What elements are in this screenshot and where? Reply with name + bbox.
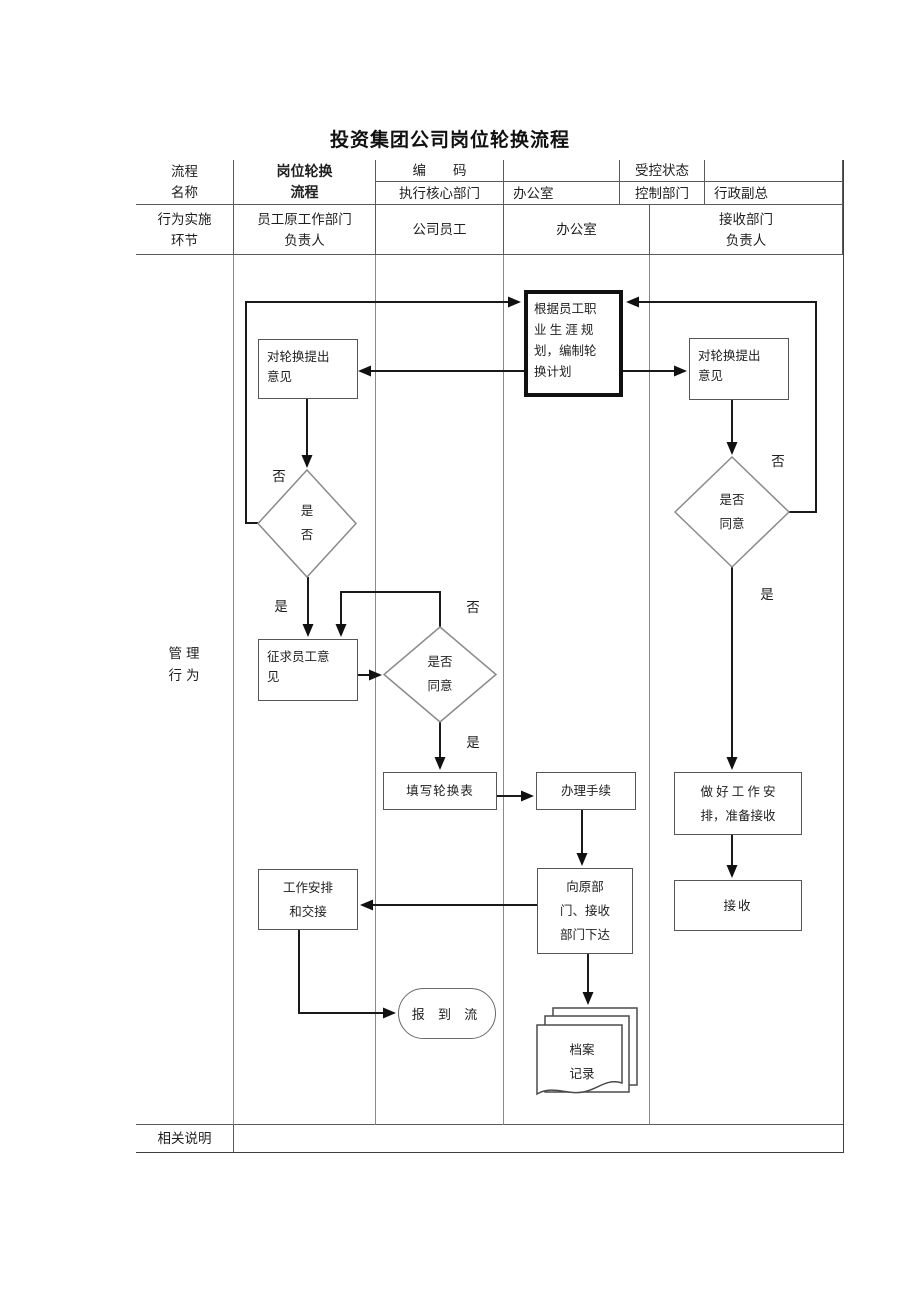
node-handle-procedure: 办理手续 [536,772,636,810]
decision2-diamond [382,626,498,723]
branch-yes-decision3: 是 [760,587,774,602]
cell-code-value [504,160,620,182]
node-opinion-original-dept: 对轮换提出 意见 [258,339,358,399]
cell-note-value [234,1125,843,1152]
lane-body-office [504,255,650,1125]
arrow-decision3-no-loop [626,296,817,513]
archive-page-front [536,1024,623,1096]
branch-yes-decision1: 是 [274,599,288,614]
lane-body-receiving-dept [650,255,843,1125]
lane-header-office: 办公室 [504,205,650,255]
node-notify-departments: 向原部 门、接收 部门下达 [537,868,633,954]
node-archive-record-label: 档案 记录 [569,1043,595,1081]
node-work-arrangement-handover: 工作安排 和交接 [258,869,358,930]
cell-proc-name-label: 流程 名称 [136,160,234,205]
branch-no-decision1: 否 [272,469,286,484]
cell-exec-dept-value: 办公室 [504,182,620,205]
cell-ctrl-dept-label: 控制部门 [620,182,705,205]
node-make-rotation-plan: 根据员工职 业 生 涯 规 划，编制轮 换计划 [524,290,623,397]
branch-no-decision3: 否 [771,454,785,469]
cell-controlled-value [705,160,843,182]
node-receive: 接收 [674,880,802,931]
decision1-diamond [256,468,358,579]
node-ask-employee-opinion: 征求员工意 见 [258,639,358,701]
cell-stage-label: 行为实施 环节 [136,205,234,255]
node-fill-rotation-form: 填写轮换表 [383,772,497,810]
cell-code-label: 编 码 [376,160,504,182]
node-opinion-receiving-dept: 对轮换提出 意见 [689,338,789,400]
node-prepare-to-receive: 做 好 工 作 安 排，准备接收 [674,772,802,835]
lane-body-row-label [136,255,234,1125]
branch-yes-decision2: 是 [466,735,480,750]
management-action-label: 管理 行为 [168,646,204,683]
lane-header-receiving-dept: 接收部门 负责人 [650,205,843,255]
cell-controlled-label: 受控状态 [620,160,705,182]
arrow-decision1-no-loop [245,296,521,524]
cell-ctrl-dept-value: 行政副总 [705,182,843,205]
decision1-label: 是 否 [300,504,314,542]
cell-proc-name-value: 岗位轮换 流程 [234,160,376,205]
branch-no-decision2: 否 [466,600,480,615]
lane-header-employee: 公司员工 [376,205,504,255]
arrow-handover-to-report [298,930,396,1019]
arrow-decision2-no-loop [335,591,441,637]
page-title: 投资集团公司岗位轮换流程 [329,130,570,151]
cell-note-label: 相关说明 [136,1125,234,1152]
cell-exec-dept-label: 执行核心部门 [376,182,504,205]
decision3-label: 是否 同意 [719,493,745,531]
decision3-diamond [673,455,791,569]
decision2-label: 是否 同意 [427,655,453,693]
archive-document-stack [536,1007,638,1096]
lane-header-original-dept: 员工原工作部门 负责人 [234,205,376,255]
node-report-terminator: 报 到 流 [398,988,496,1039]
